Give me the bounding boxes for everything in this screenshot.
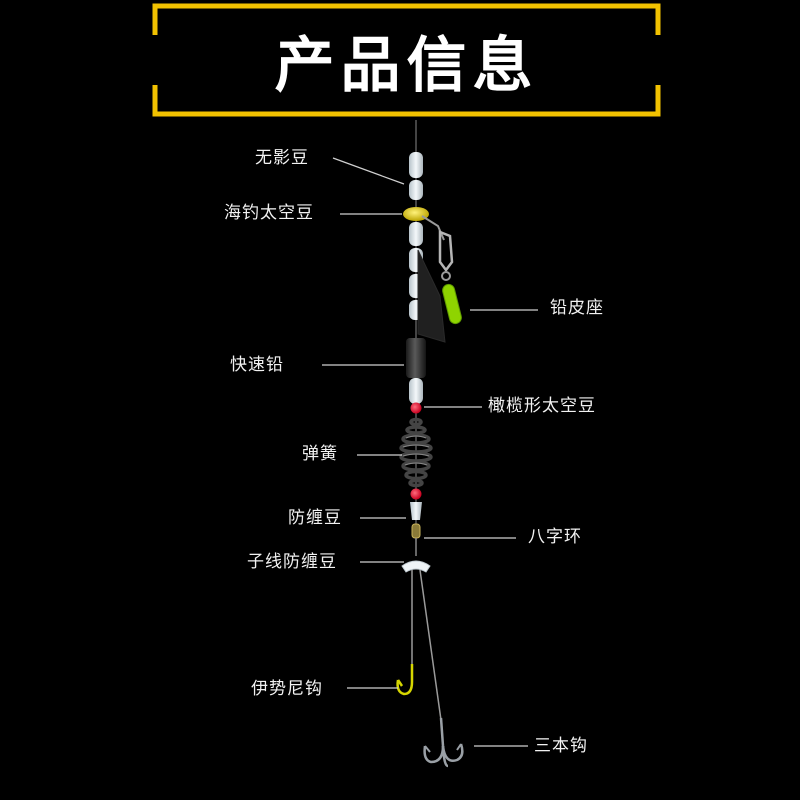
red-bead-lower — [410, 488, 422, 500]
page-title: 产品信息 — [274, 30, 539, 101]
label-zixian-fangchan-dou: 子线防缠豆 — [247, 552, 337, 572]
label-qian-pi-zuo: 铅皮座 — [550, 298, 604, 318]
label-yishini-gou: 伊势尼钩 — [251, 679, 323, 699]
label-tanhuang: 弹簧 — [302, 444, 338, 464]
wuying-beads — [409, 152, 423, 200]
title-frame: 产品信息 — [152, 3, 661, 117]
yellow-space-bead — [403, 207, 429, 221]
olive-space-bead — [410, 402, 422, 414]
label-ganlan-taikong-dou: 橄榄形太空豆 — [488, 396, 596, 416]
leader-right — [419, 569, 442, 721]
spring-highlights — [402, 435, 430, 466]
quick-lead-sinker — [406, 338, 426, 378]
lead-sheet — [417, 249, 446, 343]
label-haidiao-taikong-dou: 海钓太空豆 — [224, 203, 314, 223]
title-frame-corners — [152, 3, 661, 117]
treble-hook — [423, 717, 464, 768]
label-wuying-dou: 无影豆 — [255, 148, 309, 168]
label-fangchan-dou: 防缠豆 — [288, 508, 342, 528]
label-bazi-huan: 八字环 — [528, 527, 582, 547]
label-kuaisu-qian: 快速铅 — [230, 355, 284, 375]
anti-tangle-bead — [410, 502, 422, 520]
callout-lines — [322, 157, 538, 747]
iseni-hook — [396, 664, 414, 696]
label-sanben-gou: 三本钩 — [534, 736, 588, 756]
spring — [399, 417, 433, 488]
branch-anti-tangle-bead — [401, 560, 431, 573]
swivel — [411, 523, 421, 556]
lead-holder — [421, 215, 462, 325]
